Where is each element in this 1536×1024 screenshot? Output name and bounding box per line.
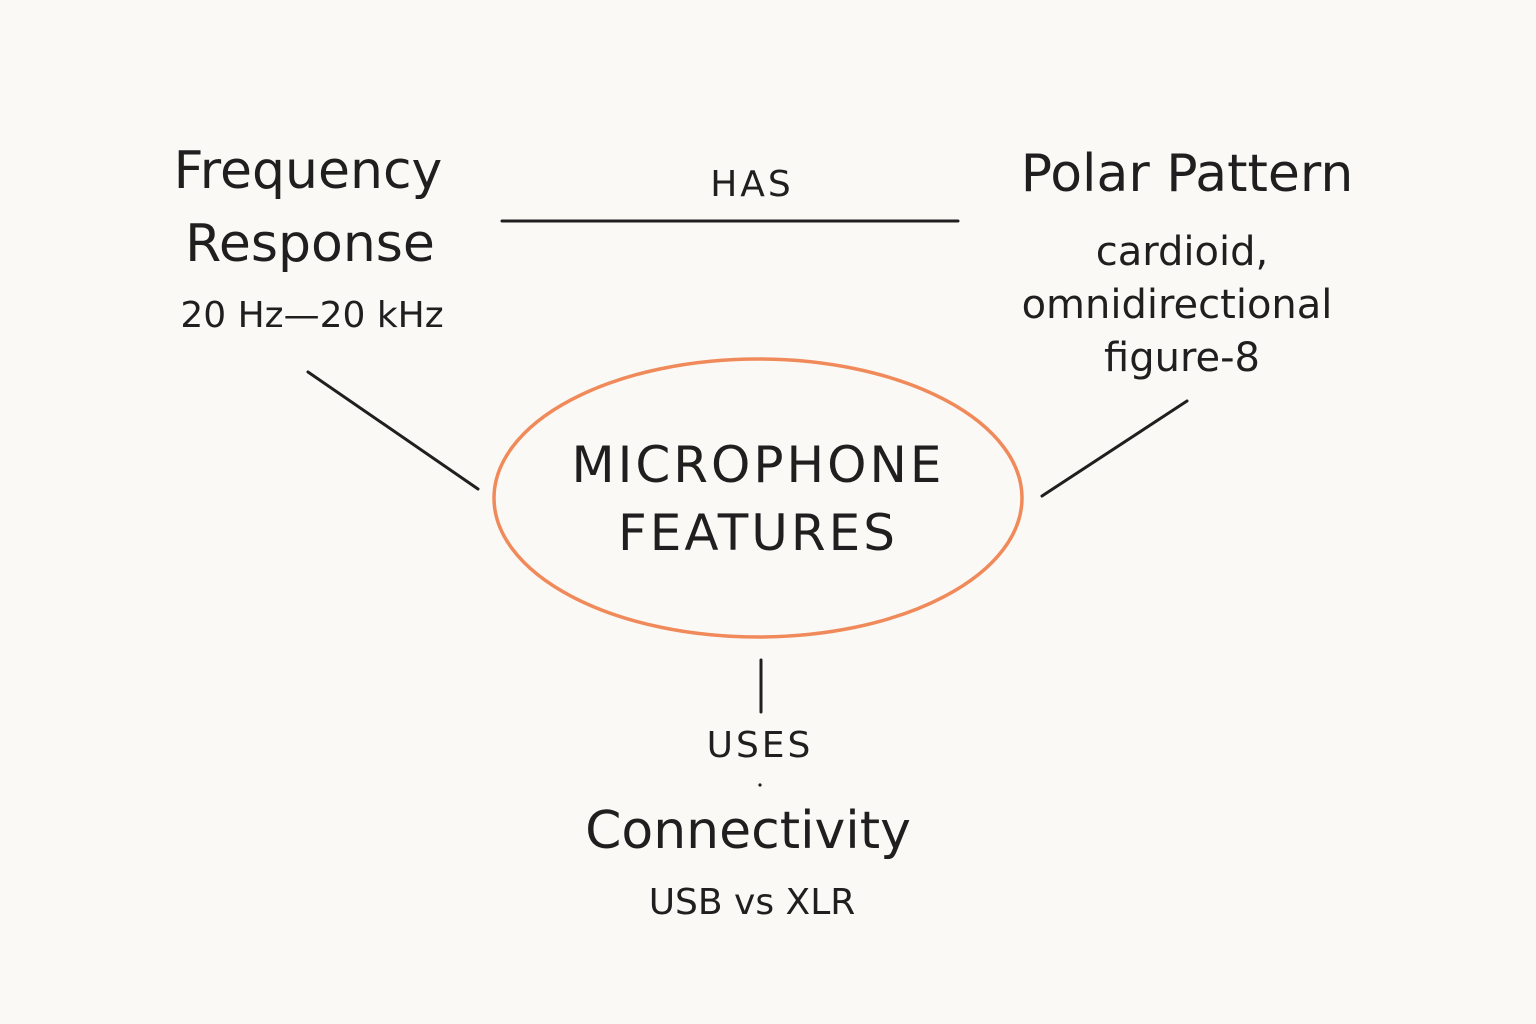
frequency-title-line2: Response [185, 214, 435, 274]
center-ellipse [492, 357, 1024, 639]
frequency-title-line1: Frequency [173, 141, 443, 201]
polar-detail-line2: omnidirectional [1021, 282, 1333, 328]
connectivity-detail: USB vs XLR [648, 882, 856, 923]
center-title-line1: MICROPHONE [571, 436, 945, 494]
polar-detail-line3: figure-8 [1104, 335, 1260, 381]
polar-connector-line [1040, 399, 1189, 498]
uses-dot [758, 783, 762, 787]
frequency-connector-line [306, 370, 480, 491]
has-label: HAS [710, 164, 794, 205]
polar-title: Polar Pattern [1020, 144, 1354, 204]
connectivity-title: Connectivity [585, 801, 911, 861]
frequency-detail: 20 Hz—20 kHz [180, 295, 444, 336]
uses-label: USES [706, 725, 814, 766]
center-title-line2: FEATURES [618, 504, 898, 562]
polar-detail-line1: cardioid, [1095, 229, 1269, 275]
